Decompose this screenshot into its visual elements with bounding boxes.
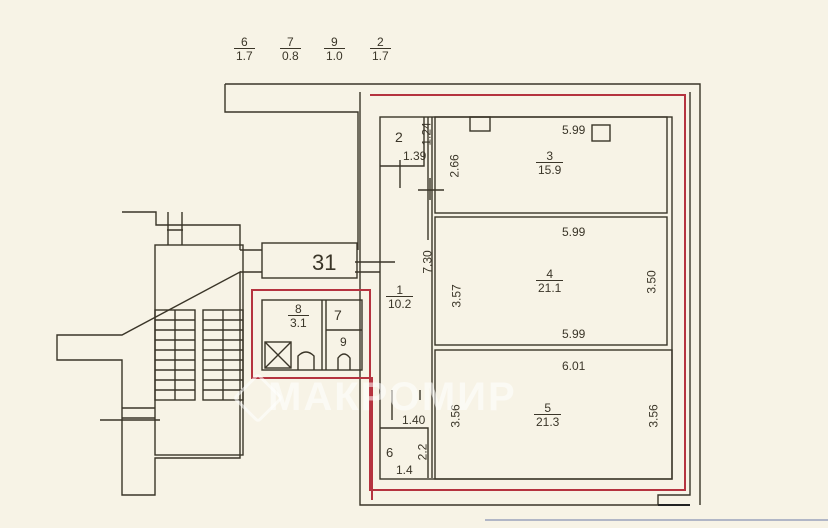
room-4-label: 4 21.1 <box>536 267 564 295</box>
room-6-walls <box>380 427 429 478</box>
stairs-right <box>202 309 244 401</box>
wc-block <box>261 299 363 371</box>
landing-31-label: 31 <box>312 250 337 275</box>
dim-room2-height: 1.24 <box>419 122 434 146</box>
dim-room3-side: 2.66 <box>447 154 462 178</box>
room-1-label: 1 10.2 <box>386 283 414 311</box>
dim-room4-left: 3.57 <box>449 284 464 308</box>
room-3-label: 3 15.9 <box>536 149 564 177</box>
dim-room6-top: 1.40 <box>402 413 426 427</box>
dim-room5-right: 3.56 <box>646 404 661 428</box>
landing-31 <box>261 242 358 279</box>
watermark: МАКРОМИР <box>268 375 517 419</box>
title-fraction-room-9: 9 1.0 <box>324 35 345 63</box>
stairs-left <box>154 309 196 401</box>
room-8-label: 8 3.1 <box>288 302 309 330</box>
toilet-fixture <box>297 351 315 370</box>
dim-room4-bottom: 5.99 <box>562 327 586 341</box>
room-4-walls <box>434 216 668 346</box>
room-2-label: 2 <box>395 129 403 145</box>
room-2-walls <box>380 117 425 167</box>
sink-fixture <box>337 353 351 370</box>
dim-corridor-length: 7.30 <box>420 250 435 274</box>
apartment-outline <box>251 94 686 500</box>
dim-room6-bottom: 1.4 <box>396 463 413 477</box>
shower-fixture <box>264 341 292 369</box>
title-fraction-room-7: 7 0.8 <box>280 35 301 63</box>
dim-room6-side: 2.2 <box>415 443 430 461</box>
title-fraction-room-6: 6 1.7 <box>234 35 255 63</box>
room-3-walls <box>434 116 668 214</box>
outer-wall-main <box>359 92 691 506</box>
dim-room2-width: 1.39 <box>403 149 427 163</box>
outer-wall-top <box>225 83 701 505</box>
room-7-label: 7 <box>334 307 342 323</box>
stairwell-outer <box>56 211 241 496</box>
dim-room3-width: 5.99 <box>562 123 586 137</box>
room-5-label: 5 21.3 <box>534 401 562 429</box>
dim-room5-top: 6.01 <box>562 359 586 373</box>
room-9-label: 9 <box>340 335 347 349</box>
dim-room4-right: 3.50 <box>644 270 659 294</box>
room-5-walls <box>434 349 673 480</box>
room-6-label: 6 <box>386 445 394 460</box>
title-fraction-room-2: 2 1.7 <box>370 35 391 63</box>
dim-room4-top: 5.99 <box>562 225 586 239</box>
